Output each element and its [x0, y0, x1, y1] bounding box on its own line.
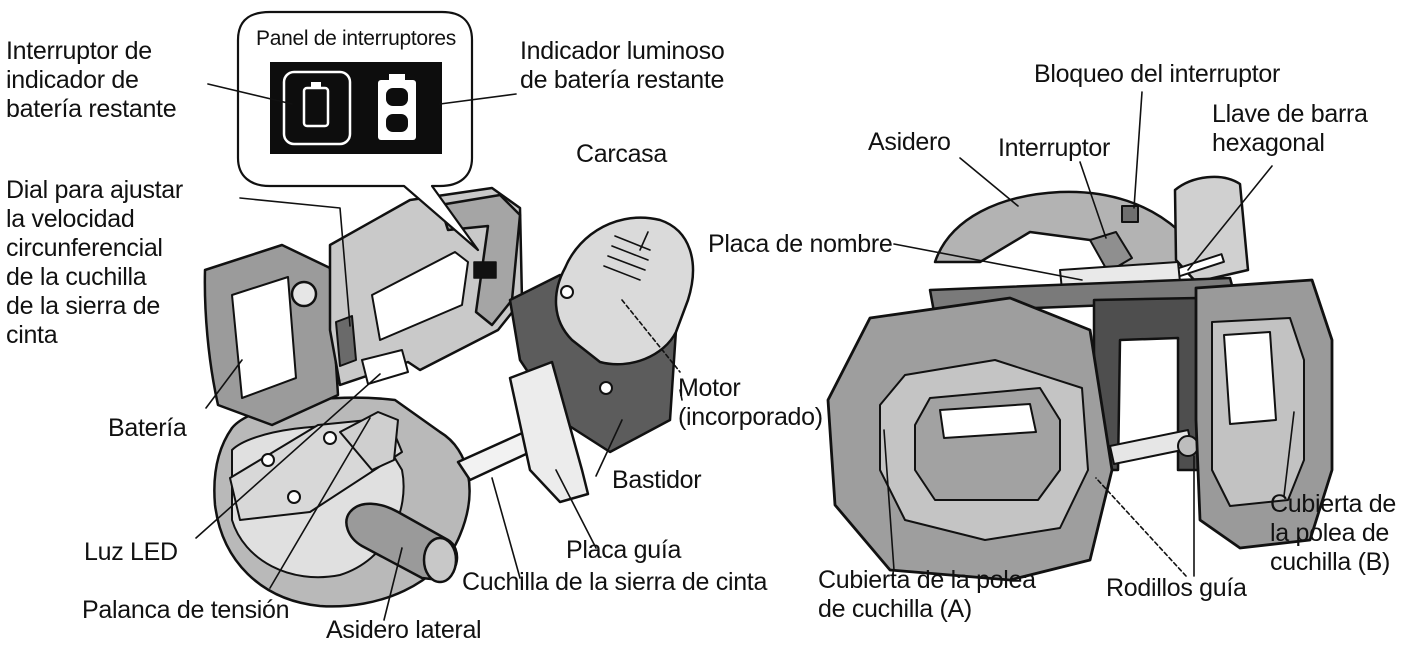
label-switch: Interruptor — [998, 134, 1111, 162]
label-blade-pulley-cover-b: Cubierta de la polea de cuchilla (B) — [1270, 490, 1396, 576]
motor-vents — [603, 235, 651, 281]
battery-switch-button — [282, 70, 352, 146]
label-tension-lever: Palanca de tensión — [82, 596, 290, 624]
label-housing: Carcasa — [576, 140, 667, 168]
label-hex-bar-wrench: Llave de barra hexagonal — [1212, 100, 1368, 157]
frame-inner-opening — [371, 251, 469, 341]
label-blade-pulley-cover-a: Cubierta de la polea de cuchilla (A) — [818, 566, 1036, 623]
screw-icon — [261, 453, 275, 467]
led-light — [361, 349, 409, 385]
left-leader-lines — [195, 83, 683, 621]
switch-lock — [1121, 205, 1139, 223]
tension-lever — [339, 411, 399, 471]
speed-dial — [335, 315, 357, 367]
screw-icon — [287, 490, 301, 504]
label-switch-lock: Bloqueo del interruptor — [1034, 60, 1281, 88]
guide-plate — [508, 360, 590, 504]
screw-icon — [323, 431, 337, 445]
cover-a-slot — [939, 403, 1037, 439]
trigger-switch — [1089, 231, 1133, 273]
battery-release-icon — [290, 280, 318, 308]
indicator-cap — [389, 74, 405, 80]
label-speed-dial: Dial para ajustar la velocidad circunfer… — [6, 176, 183, 349]
indicator-cell-bottom — [386, 114, 408, 132]
label-led-light: Luz LED — [84, 538, 178, 566]
left-band-saw — [203, 10, 695, 608]
right-leader-lines — [883, 91, 1295, 577]
label-battery-remaining-indicator: Indicador luminoso de batería restante — [520, 37, 725, 94]
label-side-handle: Asidero lateral — [326, 616, 482, 644]
battery-pack-label — [231, 276, 297, 399]
motor-housing — [554, 216, 695, 366]
label-guide-rollers: Rodillos guía — [1106, 574, 1247, 602]
label-handle: Asidero — [868, 128, 951, 156]
side-handle-end — [422, 536, 458, 584]
cover-a-inner — [914, 387, 1061, 501]
label-battery-remaining-switch: Interruptor de indicador de batería rest… — [6, 37, 177, 123]
battery-icon-tip — [311, 82, 321, 88]
indicator-cell-top — [386, 88, 408, 106]
label-motor: Motor (incorporado) — [678, 374, 823, 431]
switch-panel-title: Panel de interruptores — [255, 27, 457, 50]
guide-roller — [1177, 435, 1199, 457]
label-band-saw-blade: Cuchilla de la sierra de cinta — [462, 568, 768, 596]
cover-b-slot — [1223, 331, 1277, 425]
label-frame: Bastidor — [612, 466, 702, 494]
screw-icon — [560, 285, 574, 299]
label-battery: Batería — [108, 414, 187, 442]
label-nameplate: Placa de nombre — [708, 230, 893, 258]
right-band-saw — [826, 175, 1334, 582]
screw-icon — [599, 381, 613, 395]
switch-panel-mini — [473, 261, 497, 279]
rear-housing — [1173, 175, 1250, 284]
label-guide-plate: Placa guía — [566, 536, 682, 564]
